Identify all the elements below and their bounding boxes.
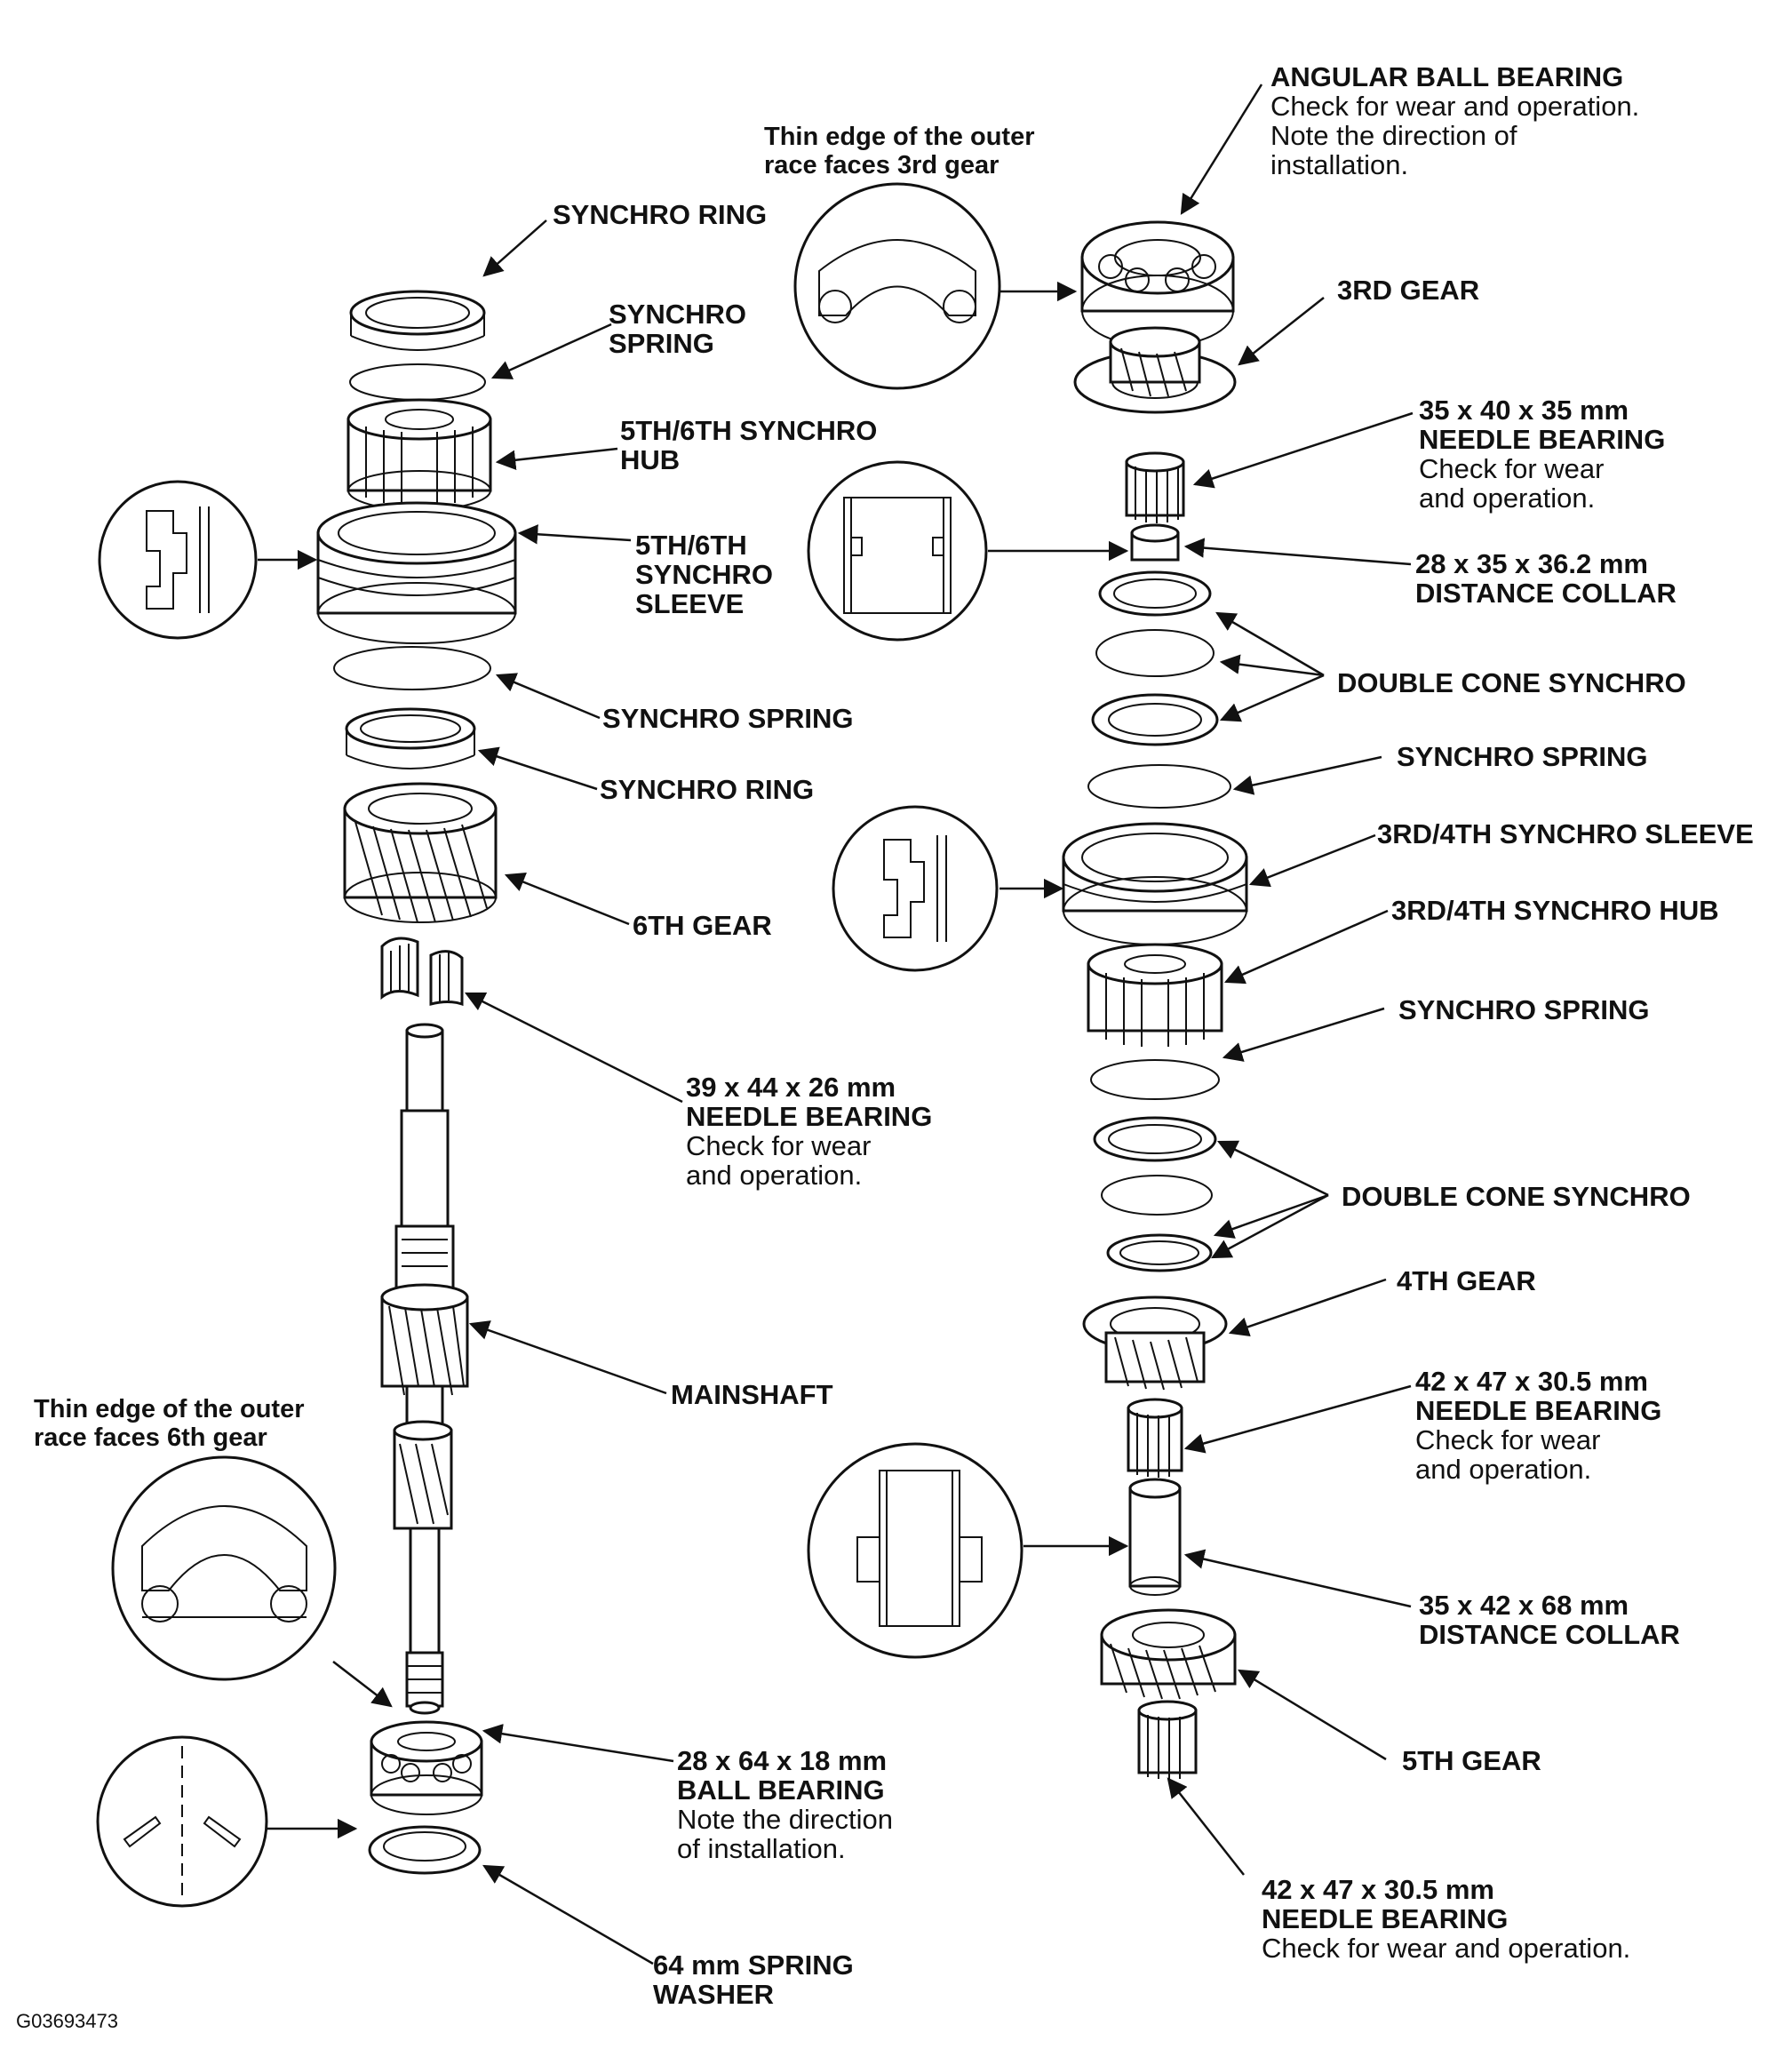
label-5th-gear: 5TH GEAR [1402, 1745, 1541, 1776]
label-synchro-spring-1: SYNCHRO SPRING [1397, 741, 1648, 772]
right-fifth-gear [1100, 1608, 1237, 1700]
label-5th-6th-synchro-hub: 5TH/6TH SYNCHRO HUB [620, 415, 878, 475]
detail-circle-sleeve-right [832, 805, 999, 972]
left-synchro-spring-bottom [333, 646, 491, 690]
label-3rd-4th-synchro-sleeve: 3RD/4TH SYNCHRO SLEEVE [1377, 818, 1754, 849]
right-needle-bearing-3 [1137, 1700, 1198, 1780]
left-spring-washer [368, 1825, 482, 1875]
right-double-cone-synchro-2 [1093, 1116, 1217, 1272]
label-synchro-ring-bottom: SYNCHRO RING [600, 774, 815, 805]
right-needle-bearing-2 [1127, 1398, 1183, 1478]
left-mainshaft [380, 1023, 469, 1715]
figure-code: G03693473 [16, 2010, 118, 2032]
detail-circle-sleeve-left [98, 480, 258, 640]
label-distance-collar-35: 35 x 42 x 68 mm DISTANCE COLLAR [1419, 1590, 1680, 1650]
left-ball-bearing [370, 1720, 483, 1815]
caption-bearing-3rd-gear: Thin edge of the outer race faces 3rd ge… [764, 123, 1035, 179]
label-synchro-spring-top: SYNCHRO SPRING [609, 299, 747, 359]
left-synchro-ring-bottom [345, 707, 476, 769]
left-synchro-ring-top [349, 290, 486, 351]
label-6th-gear: 6TH GEAR [633, 910, 772, 941]
right-distance-collar-1 [1130, 523, 1180, 562]
right-distance-collar-2 [1128, 1478, 1182, 1596]
label-synchro-spring-bottom: SYNCHRO SPRING [602, 703, 854, 734]
left-synchro-spring-top [349, 363, 486, 401]
left-needle-bearing [380, 937, 464, 1007]
detail-circle-bearing-right [793, 182, 1001, 390]
leader-lines [258, 84, 1414, 1965]
right-third-gear [1073, 326, 1237, 414]
right-synchro-hub [1087, 943, 1223, 1047]
label-synchro-spring-2: SYNCHRO SPRING [1398, 994, 1650, 1025]
left-sixth-gear [343, 782, 498, 923]
right-fourth-gear [1082, 1296, 1228, 1391]
label-5th-6th-synchro-sleeve: 5TH/6TH SYNCHRO SLEEVE [635, 530, 774, 619]
label-distance-collar-28: 28 x 35 x 36.2 mm DISTANCE COLLAR [1415, 548, 1677, 609]
label-3rd-gear: 3RD GEAR [1337, 275, 1480, 306]
label-3rd-4th-synchro-hub: 3RD/4TH SYNCHRO HUB [1391, 895, 1719, 926]
label-spring-washer: 64 mm SPRING WASHER [653, 1949, 854, 2010]
label-double-cone-synchro-2: DOUBLE CONE SYNCHRO [1342, 1181, 1691, 1212]
label-double-cone-synchro-1: DOUBLE CONE SYNCHRO [1337, 667, 1686, 698]
right-synchro-spring-2 [1090, 1059, 1220, 1100]
left-synchro-hub [346, 398, 492, 511]
label-mainshaft: MAINSHAFT [671, 1379, 833, 1410]
right-synchro-sleeve [1062, 822, 1248, 945]
detail-circle-collar-2 [807, 1442, 1023, 1659]
detail-circle-washer-left [96, 1735, 268, 1908]
label-4th-gear: 4TH GEAR [1397, 1265, 1536, 1296]
detail-circle-collar-1 [807, 460, 988, 642]
label-synchro-ring-top: SYNCHRO RING [553, 199, 768, 230]
right-double-cone-synchro-1 [1091, 570, 1219, 746]
right-synchro-spring-1 [1087, 764, 1231, 809]
right-angular-ball-bearing [1080, 220, 1235, 347]
left-synchro-sleeve [316, 501, 517, 644]
caption-bearing-6th-gear: Thin edge of the outer race faces 6th ge… [34, 1395, 305, 1452]
detail-circle-bearing-left [111, 1455, 337, 1681]
right-needle-bearing-1 [1125, 451, 1185, 523]
